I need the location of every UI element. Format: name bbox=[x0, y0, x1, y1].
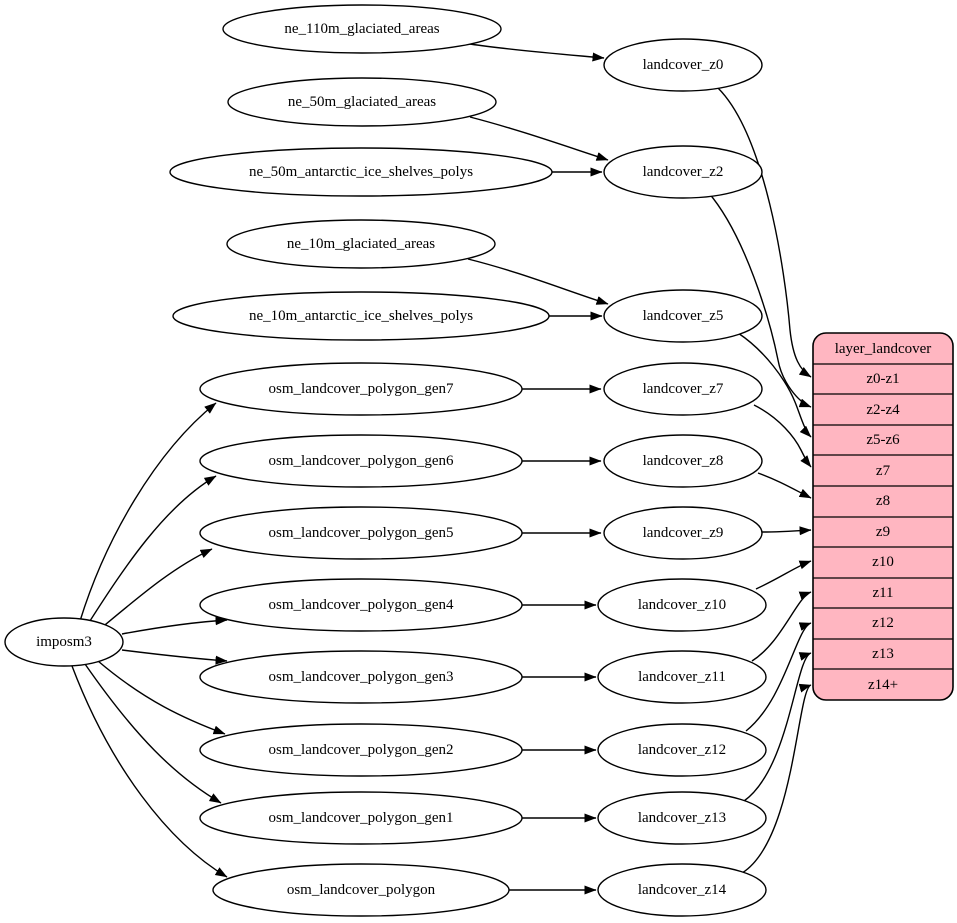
node-label: ne_110m_glaciated_areas bbox=[284, 21, 439, 37]
node-ne_50m_glaciated_areas: ne_50m_glaciated_areas bbox=[227, 77, 497, 127]
node-osm_landcover_polygon_gen4: osm_landcover_polygon_gen4 bbox=[199, 578, 523, 632]
edge-imposm3-osm_landcover_polygon_gen3 bbox=[121, 649, 228, 665]
node-label: osm_landcover_polygon_gen4 bbox=[269, 597, 454, 613]
node-landcover_z10: landcover_z10 bbox=[597, 578, 767, 632]
node-osm_landcover_polygon_gen5: osm_landcover_polygon_gen5 bbox=[199, 506, 523, 560]
nodes: imposm3 ne_110m_glaciated_areas ne_50m_g… bbox=[4, 4, 767, 917]
node-landcover_z9: landcover_z9 bbox=[603, 506, 763, 560]
node-label: landcover_z0 bbox=[643, 57, 724, 73]
node-label: landcover_z7 bbox=[643, 381, 724, 397]
node-landcover_z13: landcover_z13 bbox=[597, 791, 767, 845]
node-landcover_z0: landcover_z0 bbox=[603, 38, 763, 92]
table-row-z10: z10 bbox=[872, 554, 894, 570]
node-landcover_z5: landcover_z5 bbox=[603, 289, 763, 343]
node-label: osm_landcover_polygon_gen6 bbox=[269, 453, 454, 469]
node-ne_50m_antarctic_ice_shelves_polys: ne_50m_antarctic_ice_shelves_polys bbox=[169, 147, 553, 197]
node-label: landcover_z11 bbox=[638, 669, 726, 685]
table-row-z11: z11 bbox=[872, 585, 893, 601]
node-osm_landcover_polygon_gen2: osm_landcover_polygon_gen2 bbox=[199, 723, 523, 777]
edge-ne_110m_glaciated_areas-landcover_z0 bbox=[469, 43, 605, 62]
edge-ne_10m_glaciated_areas-landcover_z5 bbox=[467, 258, 609, 305]
table-row-z0-z1: z0-z1 bbox=[866, 371, 899, 387]
node-osm_landcover_polygon_gen7: osm_landcover_polygon_gen7 bbox=[199, 362, 523, 416]
edge-ne_50m_glaciated_areas-landcover_z2 bbox=[469, 116, 609, 161]
edge-imposm3-osm_landcover_polygon_gen7 bbox=[79, 402, 217, 622]
edge-imposm3-osm_landcover_polygon bbox=[71, 665, 228, 878]
node-label: osm_landcover_polygon_gen7 bbox=[269, 381, 454, 397]
edge-landcover_z7-row-z7 bbox=[753, 404, 812, 468]
table-row-z9: z9 bbox=[876, 524, 890, 540]
node-osm_landcover_polygon_gen3: osm_landcover_polygon_gen3 bbox=[199, 650, 523, 704]
node-landcover_z2: landcover_z2 bbox=[603, 145, 763, 199]
node-label: ne_10m_glaciated_areas bbox=[287, 236, 435, 252]
edge-landcover_z12-row-z12 bbox=[745, 622, 812, 732]
table-row-z5-z6: z5-z6 bbox=[866, 432, 900, 448]
node-landcover_z14: landcover_z14 bbox=[597, 863, 767, 917]
table-row-z7: z7 bbox=[876, 463, 891, 479]
node-ne_10m_glaciated_areas: ne_10m_glaciated_areas bbox=[226, 219, 496, 269]
node-label: landcover_z14 bbox=[638, 882, 727, 898]
node-label: landcover_z8 bbox=[643, 453, 724, 469]
edge-landcover_z10-row-z10 bbox=[755, 560, 812, 590]
edge-imposm3-osm_landcover_polygon_gen5 bbox=[99, 548, 213, 630]
node-landcover_z7: landcover_z7 bbox=[603, 362, 763, 416]
edge-landcover_z13-row-z13 bbox=[743, 652, 812, 802]
node-osm_landcover_polygon: osm_landcover_polygon bbox=[212, 863, 510, 917]
edge-landcover_z8-row-z8 bbox=[757, 472, 812, 499]
edge-imposm3-osm_landcover_polygon_gen4 bbox=[121, 616, 228, 635]
edge-imposm3-osm_landcover_polygon_gen1 bbox=[84, 663, 222, 804]
edge-imposm3-osm_landcover_polygon_gen6 bbox=[87, 475, 217, 625]
edge-landcover_z9-row-z9 bbox=[761, 526, 812, 536]
edge-landcover_z5-row-z5-z6 bbox=[737, 332, 812, 438]
edge-landcover_z2-row-z2-z4 bbox=[707, 191, 812, 408]
node-osm_landcover_polygon_gen6: osm_landcover_polygon_gen6 bbox=[199, 434, 523, 488]
table-row-z14plus: z14+ bbox=[868, 677, 898, 693]
edge-landcover_z11-row-z11 bbox=[751, 591, 812, 662]
table-header: layer_landcover bbox=[835, 341, 932, 357]
node-landcover_z8: landcover_z8 bbox=[603, 434, 763, 488]
edges bbox=[71, 43, 812, 895]
node-osm_landcover_polygon_gen1: osm_landcover_polygon_gen1 bbox=[199, 791, 523, 845]
node-label: osm_landcover_polygon bbox=[287, 882, 436, 898]
node-label: landcover_z5 bbox=[643, 308, 724, 324]
node-label: imposm3 bbox=[36, 634, 92, 650]
edge-landcover_z14-row-z14 bbox=[741, 683, 812, 874]
node-label: osm_landcover_polygon_gen5 bbox=[269, 525, 454, 541]
layer-landcover-table: layer_landcover z0-z1 z2-z4 z5-z6 z7 z8 … bbox=[812, 332, 954, 701]
node-landcover_z11: landcover_z11 bbox=[597, 650, 767, 704]
node-label: landcover_z2 bbox=[643, 164, 724, 180]
node-label: ne_10m_antarctic_ice_shelves_polys bbox=[249, 308, 473, 324]
node-label: osm_landcover_polygon_gen3 bbox=[269, 669, 454, 685]
table-row-z2-z4: z2-z4 bbox=[866, 402, 900, 418]
node-label: osm_landcover_polygon_gen2 bbox=[269, 742, 454, 758]
node-ne_110m_glaciated_areas: ne_110m_glaciated_areas bbox=[222, 4, 502, 54]
node-landcover_z12: landcover_z12 bbox=[597, 723, 767, 777]
node-label: osm_landcover_polygon_gen1 bbox=[269, 810, 454, 826]
node-ne_10m_antarctic_ice_shelves_polys: ne_10m_antarctic_ice_shelves_polys bbox=[172, 291, 550, 341]
table-row-z13: z13 bbox=[872, 646, 894, 662]
node-label: landcover_z9 bbox=[643, 525, 724, 541]
node-label: landcover_z13 bbox=[638, 810, 726, 826]
node-label: ne_50m_antarctic_ice_shelves_polys bbox=[249, 164, 473, 180]
table-row-z12: z12 bbox=[872, 615, 894, 631]
node-label: landcover_z12 bbox=[638, 742, 726, 758]
node-label: ne_50m_glaciated_areas bbox=[288, 94, 436, 110]
edge-imposm3-osm_landcover_polygon_gen2 bbox=[97, 660, 226, 735]
table-row-z8: z8 bbox=[876, 493, 890, 509]
edge-landcover_z0-row-z0-z1 bbox=[717, 87, 812, 378]
node-label: landcover_z10 bbox=[638, 597, 726, 613]
node-imposm3: imposm3 bbox=[4, 617, 124, 667]
